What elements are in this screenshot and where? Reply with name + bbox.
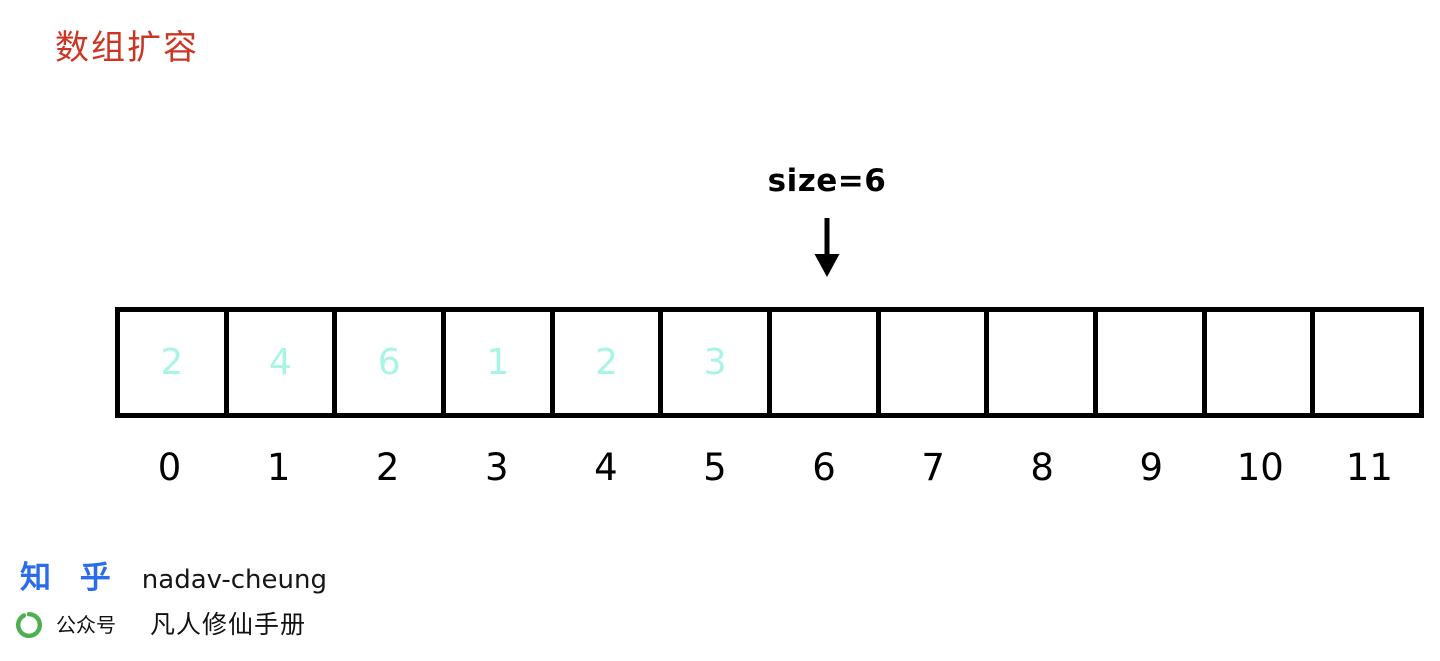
- zhihu-attribution: 知 乎 nadav-cheung: [20, 556, 327, 602]
- array-cell[interactable]: 3: [663, 312, 773, 413]
- footer-watermark: 知 乎 nadav-cheung 公众号 凡人修仙手册: [0, 556, 1440, 661]
- array-cell[interactable]: 1: [446, 312, 555, 413]
- array-index-label: 8: [1030, 446, 1054, 489]
- array-cell[interactable]: 2: [120, 312, 229, 413]
- array-cell-value: 6: [377, 341, 401, 383]
- array-cell-value: 3: [703, 341, 727, 383]
- array-cell[interactable]: [1098, 312, 1207, 413]
- array-cell[interactable]: [880, 312, 990, 413]
- array-container: 2 4 6 1 2 3: [115, 307, 1424, 418]
- wechat-account-name: 凡人修仙手册: [150, 610, 307, 639]
- array-index-label: 11: [1345, 446, 1393, 489]
- array-index-row: 0 1 2 3 4 5 6 7 8 9 10 11: [115, 440, 1424, 496]
- array-cell[interactable]: 6: [337, 312, 447, 413]
- array-cell-value: 2: [160, 341, 184, 383]
- page-title: 数组扩容: [55, 28, 199, 68]
- array-cell[interactable]: [1315, 312, 1420, 413]
- wechat-attribution: 公众号 凡人修仙手册: [16, 610, 306, 640]
- array-index-label: 4: [594, 446, 618, 489]
- array-cell-value: 4: [269, 341, 292, 383]
- zhihu-logo: 知 乎: [20, 560, 120, 596]
- array-index-label: 1: [266, 446, 291, 489]
- array-index-label: 2: [375, 446, 400, 489]
- array-cell[interactable]: [1206, 312, 1316, 413]
- array-index-label: 6: [812, 446, 836, 489]
- array-cell[interactable]: 4: [228, 312, 338, 413]
- array-cell[interactable]: 2: [554, 312, 664, 413]
- array-index-label: 5: [703, 446, 727, 489]
- arrow-down-icon: [812, 218, 842, 283]
- zhihu-username: nadav-cheung: [141, 565, 327, 595]
- array-index-label: 7: [921, 446, 945, 489]
- size-label: size=6: [767, 163, 887, 199]
- array-index-label: 10: [1236, 446, 1284, 489]
- wechat-official-account-icon: [16, 612, 43, 639]
- array-cell-value: 2: [595, 341, 618, 383]
- array-index-label: 3: [485, 446, 509, 489]
- array-index-label: 9: [1139, 446, 1164, 489]
- wechat-account-kind-label: 公众号: [56, 613, 116, 637]
- array-cell-value: 1: [486, 341, 510, 383]
- array-index-label: 0: [157, 446, 182, 489]
- array-cell[interactable]: [772, 312, 881, 413]
- array-cell[interactable]: [989, 312, 1099, 413]
